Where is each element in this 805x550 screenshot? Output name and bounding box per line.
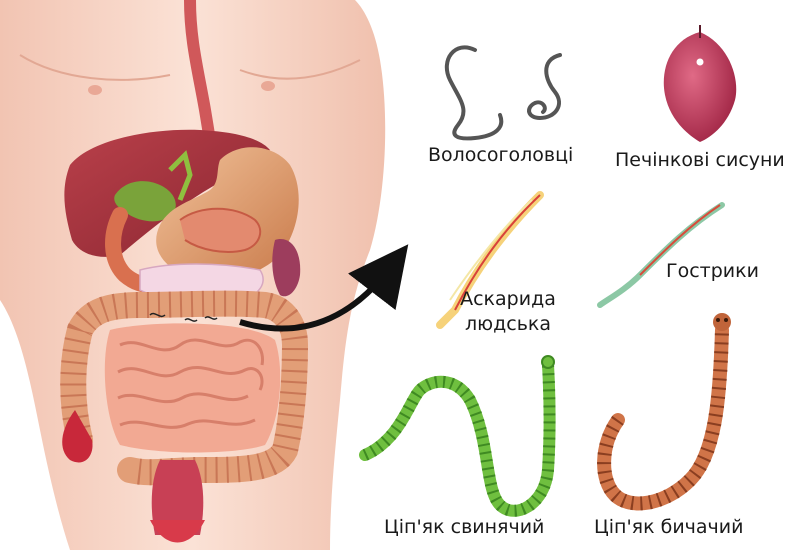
large-intestine-segments bbox=[60, 290, 309, 486]
whipworm-illustration bbox=[444, 45, 562, 141]
beef-tapeworm-illustration bbox=[597, 313, 731, 511]
chest-contour-right bbox=[239, 59, 361, 80]
label-roundworm-line1: Аскарида bbox=[460, 288, 556, 310]
right-nipple bbox=[261, 81, 275, 91]
pork-tapeworm-illustration bbox=[359, 355, 556, 517]
label-pinworm: Гострики bbox=[666, 260, 759, 282]
liver-fluke-illustration bbox=[663, 25, 737, 142]
label-roundworm-line2: людська bbox=[464, 313, 552, 335]
pointer-arrow bbox=[239, 244, 409, 332]
intestine-worm-marks bbox=[149, 312, 218, 322]
label-beef-tapeworm: Ціп'як бичачий bbox=[594, 516, 744, 538]
chest-contour bbox=[19, 54, 171, 81]
rectum bbox=[151, 460, 204, 535]
label-roundworm: Аскарида людська bbox=[455, 287, 561, 337]
small-intestine-coils bbox=[117, 338, 265, 429]
roundworm-illustration bbox=[436, 191, 544, 329]
left-nipple bbox=[88, 85, 102, 95]
appendix bbox=[62, 410, 93, 463]
pinworm-illustration bbox=[597, 202, 725, 308]
stomach-wall bbox=[179, 207, 262, 253]
label-whipworm: Волосоголовці bbox=[428, 144, 574, 166]
anus bbox=[150, 520, 205, 543]
label-pork-tapeworm: Ціп'як свинячий bbox=[384, 516, 545, 538]
label-liver-fluke: Печінкові сисуни bbox=[615, 149, 785, 171]
gallbladder bbox=[114, 150, 193, 222]
small-intestine bbox=[104, 323, 281, 453]
spleen bbox=[272, 239, 301, 297]
